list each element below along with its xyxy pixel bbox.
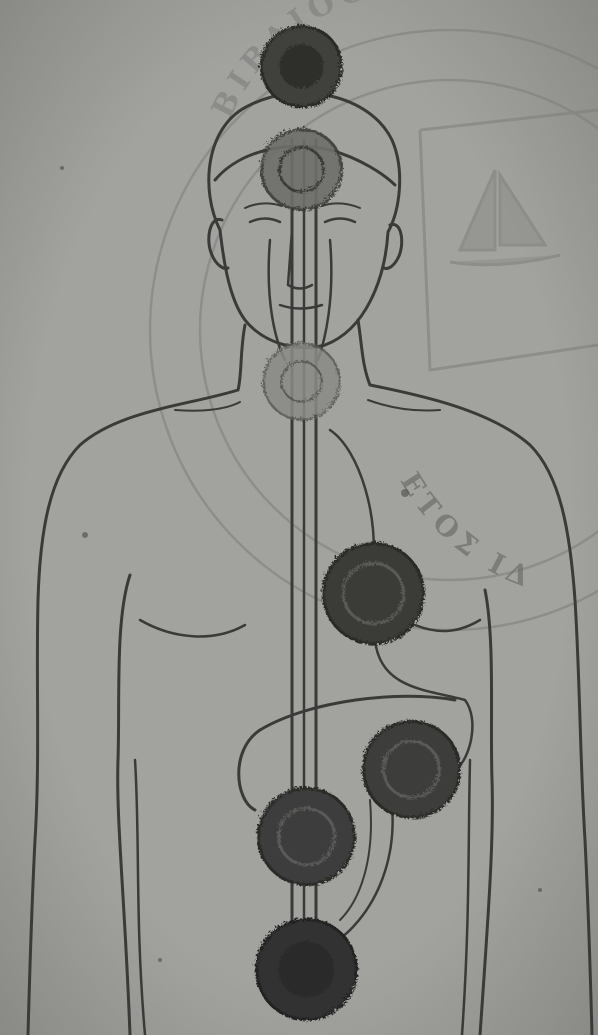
chakra-throat: [262, 342, 338, 418]
chakra-brow: [260, 128, 340, 208]
chakra-crown-core: [278, 43, 322, 87]
chakra-heart: [322, 542, 422, 642]
chakra-root-inner: [277, 940, 333, 996]
chakra-solar-plexus: [362, 720, 458, 816]
chakra-sacral: [257, 787, 353, 883]
